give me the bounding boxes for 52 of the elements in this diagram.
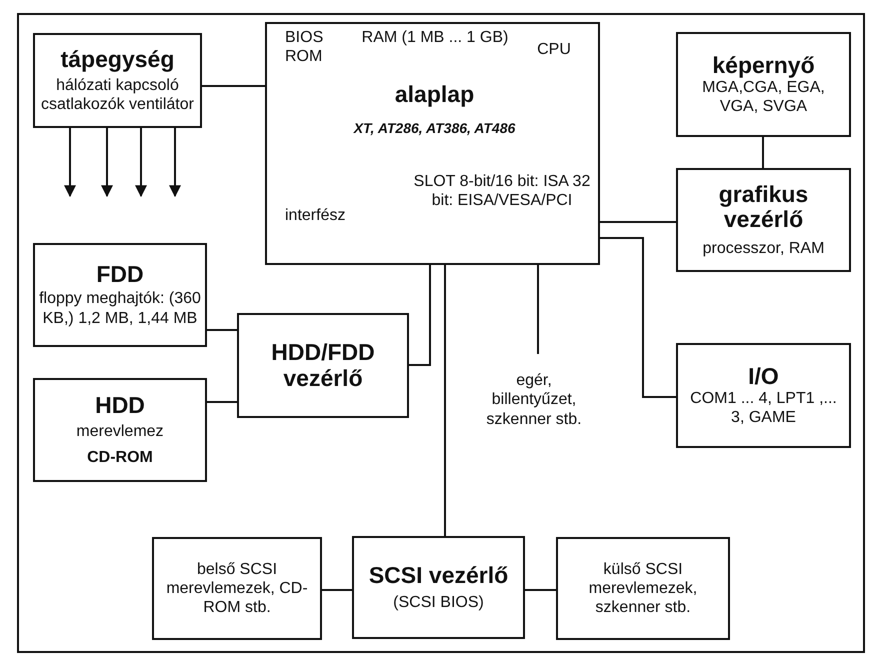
box-title: SCSI vezérlő [368, 563, 508, 589]
disk-controller-box [237, 313, 409, 418]
peripheral-label: egér, billentyűzet, szkenner stb. [485, 371, 583, 429]
box-text: CD-ROM [87, 448, 153, 467]
arrow [64, 128, 76, 198]
arrow [169, 128, 181, 198]
connector-line [207, 329, 237, 331]
connector-line [600, 221, 676, 223]
scsi-controller-box [352, 536, 525, 639]
connector-line [207, 401, 237, 403]
motherboard-box [265, 22, 600, 265]
power-supply-box [33, 33, 202, 128]
box-text: COM1 ... 4, LPT1 ,... 3, GAME [689, 388, 838, 428]
box-text: hálózati kapcsoló csatlakozók ventilátor [40, 76, 195, 114]
box-text: RAM (1 MB ... 1 GB) [360, 28, 510, 48]
connector-line [525, 589, 556, 591]
arrow [101, 128, 113, 198]
connector-line [600, 237, 676, 398]
monitor-box [676, 32, 851, 137]
graphics-controller-box [676, 168, 851, 272]
box-text: floppy meghajtók: (360 KB,) 1,2 MB, 1,44 MB [39, 289, 201, 328]
box-title: I/O [748, 364, 779, 389]
box-text: MGA,CGA, EGA, VGA, SVGA [701, 78, 826, 116]
box-title: grafikus vezérlő [718, 182, 810, 233]
box-text: interfész [285, 206, 346, 226]
external-scsi-box [556, 537, 730, 640]
box-text: merevlemez [76, 422, 164, 442]
arrow [135, 128, 147, 198]
box-title: HDD [95, 393, 145, 418]
connector-line [444, 265, 446, 536]
box-text: BIOS ROM [285, 28, 324, 66]
box-text: belső SCSI merevlemezek, CD-ROM stb. [165, 560, 309, 618]
internal-scsi-box [152, 537, 322, 640]
connector-line [762, 137, 764, 168]
box-text: (SCSI BIOS) [393, 592, 484, 612]
box-text: XT, AT286, AT386, AT486 [352, 120, 516, 137]
box-title: képernyő [712, 52, 815, 78]
connector-line [202, 85, 265, 87]
fdd-box [33, 243, 207, 347]
box-title: FDD [96, 262, 144, 288]
hdd-box [33, 378, 207, 482]
box-title: tápegység [60, 46, 174, 72]
box-text: CPU [536, 40, 572, 60]
connector-line [409, 265, 431, 366]
connector-line [537, 265, 539, 354]
io-box [676, 343, 851, 448]
connector-line [322, 589, 352, 591]
box-text: külső SCSI merevlemezek, szkenner stb. [588, 560, 698, 618]
box-title: HDD/FDD vezérlő [270, 340, 376, 391]
box-text: processzor, RAM [702, 238, 824, 258]
box-text: SLOT 8-bit/16 bit: ISA 32 bit: EISA/VESA/PCI [412, 172, 592, 210]
box-title: alaplap [394, 82, 476, 108]
